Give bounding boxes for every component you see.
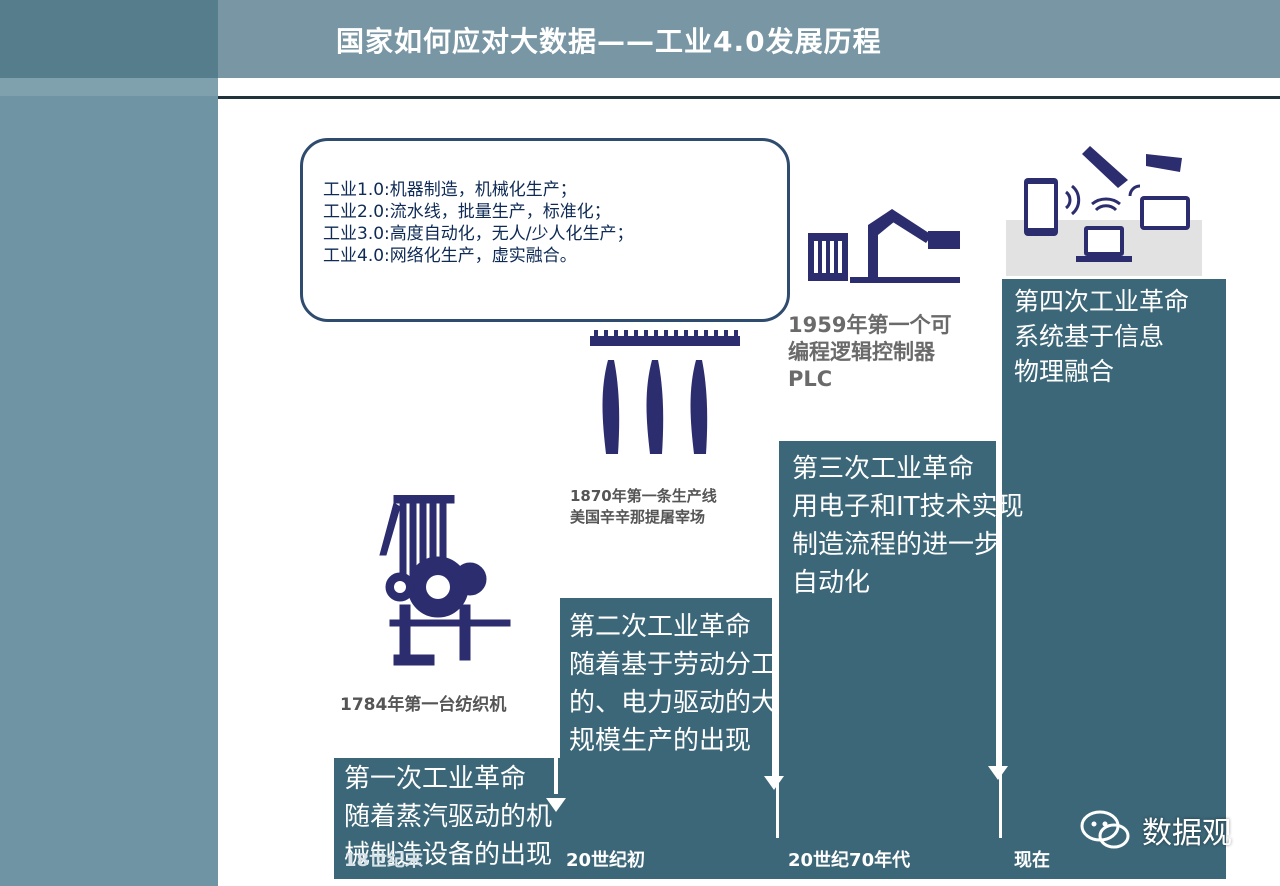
timeline-base (334, 838, 1226, 879)
era-label-18th-century: 18世纪末 (344, 850, 424, 871)
first-revolution-desc-2: 械制造设备的出现 (344, 840, 553, 870)
second-revolution-title: 第二次工业革命 (569, 612, 752, 642)
assembly-line-caption: 1870年第一条生产线 美国辛辛那提屠宰场 (570, 486, 717, 528)
third-revolution-text: 第三次工业革命 用电子和IT技术实现 制造流程的进一步 自动化 (792, 450, 1024, 602)
left-side-strip (0, 0, 218, 886)
second-revolution-text: 第二次工业革命 随着基于劳动分工 的、电力驱动的大 规模生产的出现 (569, 608, 777, 760)
fourth-revolution-desc-2: 物理融合 (1014, 357, 1115, 386)
second-revolution-panel (560, 598, 776, 879)
summary-box: 工业1.0:机器制造，机械化生产； 工业2.0:流水线，批量生产，标准化； 工业… (300, 138, 790, 322)
textile-loom-icon (379, 495, 511, 666)
second-revolution-desc-1: 随着基于劳动分工 (569, 650, 778, 680)
page-title: 国家如何应对大数据——工业4.0发展历程 (336, 25, 882, 58)
fourth-revolution-desc-1: 系统基于信息 (1014, 322, 1165, 351)
era-label-present: 现在 (1014, 850, 1050, 871)
summary-line-2: 工业2.0:流水线，批量生产，标准化； (323, 202, 611, 222)
third-revolution-desc-2: 制造流程的进一步 (792, 530, 1001, 560)
connected-devices-icon (1006, 146, 1202, 276)
third-revolution-desc-1: 用电子和IT技术实现 (792, 492, 1024, 522)
summary-line-4: 工业4.0:网络化生产，虚实融合。 (323, 246, 577, 266)
header-gap (0, 78, 218, 96)
third-revolution-panel (779, 441, 999, 879)
plc-caption-line-2: 编程逻辑控制器 (788, 340, 935, 364)
summary-line-3: 工业3.0:高度自动化，无人/少人化生产； (323, 224, 634, 244)
third-revolution-desc-3: 自动化 (792, 568, 871, 598)
plc-caption: 1959年第一个可 编程逻辑控制器 PLC (788, 312, 951, 393)
assembly-line-caption-line-1: 1870年第一条生产线 (570, 487, 717, 505)
first-revolution-text: 第一次工业革命 随着蒸汽驱动的机 械制造设备的出现 (344, 760, 552, 874)
assembly-line-caption-line-2: 美国辛辛那提屠宰场 (570, 508, 706, 526)
wechat-icon (1080, 810, 1130, 849)
fourth-revolution-title: 第四次工业革命 (1014, 287, 1190, 316)
second-revolution-desc-2: 的、电力驱动的大 (569, 688, 778, 718)
summary-line-1: 工业1.0:机器制造，机械化生产； (323, 180, 577, 200)
second-revolution-desc-3: 规模生产的出现 (569, 726, 752, 756)
third-revolution-title: 第三次工业革命 (792, 454, 975, 484)
loom-caption: 1784年第一台纺织机 (340, 695, 507, 715)
header-bar (218, 0, 1280, 78)
fourth-revolution-panel (1002, 279, 1226, 879)
first-revolution-title: 第一次工业革命 (344, 764, 527, 794)
left-side-strip-top (0, 0, 218, 78)
plc-caption-line-3: PLC (788, 367, 833, 391)
first-revolution-desc-1: 随着蒸汽驱动的机 (344, 802, 553, 832)
plc-caption-line-1: 1959年第一个可 (788, 313, 952, 337)
header-rule (218, 96, 1280, 99)
era-label-1970s: 20世纪70年代 (788, 850, 911, 871)
assembly-line-icon (590, 330, 740, 454)
watermark-text: 数据观 (1142, 816, 1232, 851)
watermark: 数据观 (1080, 808, 1232, 852)
fourth-revolution-text: 第四次工业革命 系统基于信息 物理融合 (1014, 284, 1189, 389)
era-label-early-20th-century: 20世纪初 (566, 850, 646, 871)
plc-robot-arm-icon (808, 209, 960, 283)
